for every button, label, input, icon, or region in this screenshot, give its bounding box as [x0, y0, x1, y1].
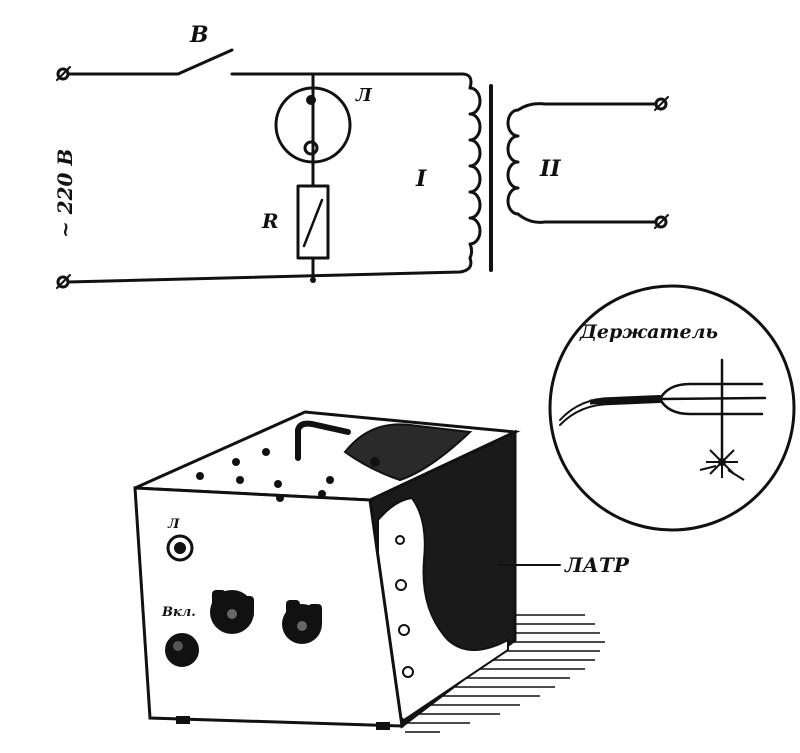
lamp-electrode-top [306, 95, 316, 105]
case-front [133, 486, 404, 728]
lamp-label: Л [355, 85, 373, 106]
indicator-lamp [166, 534, 194, 562]
case-side-highlight [377, 496, 509, 722]
case-foot-right [376, 722, 390, 730]
holder-title: Держатель [579, 321, 718, 343]
regulator-knob-right[interactable] [282, 600, 322, 644]
resistor-label: R [261, 209, 279, 233]
case-handle [295, 420, 351, 461]
primary-winding [468, 86, 482, 260]
secondary-winding [506, 108, 520, 216]
holder-prongs [658, 382, 767, 416]
junction-dot [310, 277, 316, 283]
power-switch[interactable] [165, 633, 199, 667]
top-wire [66, 48, 473, 90]
bottom-wire [66, 256, 473, 284]
switch-label: В [189, 22, 209, 48]
holder-cable-shading [589, 396, 661, 405]
output-terminal-bottom [654, 214, 669, 229]
side-screws [395, 535, 414, 678]
autotransformer-label: ЛАТР [564, 553, 630, 577]
supply-voltage-label: ~ 220 В [53, 149, 77, 238]
resistor-slash [302, 198, 324, 248]
top-screws [196, 448, 380, 502]
holder-inset: Держатель [548, 284, 796, 532]
regulator-knob-left[interactable] [210, 590, 254, 634]
device-illustration: Л Вкл. ЛА [133, 410, 630, 733]
circuit-schematic: В ~ 220 В Л R I II [53, 22, 669, 289]
holder-cable [559, 395, 661, 426]
secondary-wires [516, 102, 657, 224]
device-lamp-label: Л [167, 517, 180, 532]
output-terminal-top [654, 96, 669, 111]
lamp-electrode-bottom [303, 140, 319, 156]
inset-circle [548, 284, 796, 532]
primary-label: I [415, 166, 427, 192]
case-foot-left [176, 716, 190, 724]
spark-core [718, 458, 726, 466]
power-switch-label: Вкл. [161, 605, 196, 620]
secondary-label: II [539, 156, 561, 182]
lamp-symbol [274, 86, 352, 164]
